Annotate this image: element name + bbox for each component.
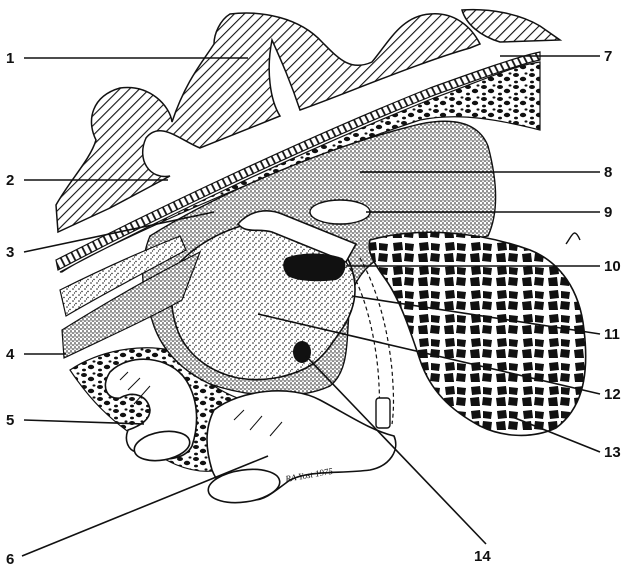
label-11: 11 xyxy=(604,326,620,343)
cellular-mass-outline xyxy=(566,233,580,244)
label-5: 5 xyxy=(6,412,14,429)
label-6: 6 xyxy=(6,551,14,567)
label-1: 1 xyxy=(6,50,14,67)
label-9: 9 xyxy=(604,204,612,221)
cellular-mass xyxy=(369,232,586,435)
catheter-tip xyxy=(376,398,390,428)
label-4: 4 xyxy=(6,346,15,363)
label-13: 13 xyxy=(604,444,621,461)
label-3: 3 xyxy=(6,244,14,261)
label-14: 14 xyxy=(474,548,491,565)
label-7: 7 xyxy=(604,48,612,65)
oval-structure xyxy=(310,200,370,224)
label-2: 2 xyxy=(6,172,14,189)
label-12: 12 xyxy=(604,386,621,403)
black-structure xyxy=(283,254,345,282)
label-10: 10 xyxy=(604,258,621,275)
black-spot xyxy=(293,341,311,363)
leader-6 xyxy=(22,456,268,556)
label-8: 8 xyxy=(604,164,612,181)
